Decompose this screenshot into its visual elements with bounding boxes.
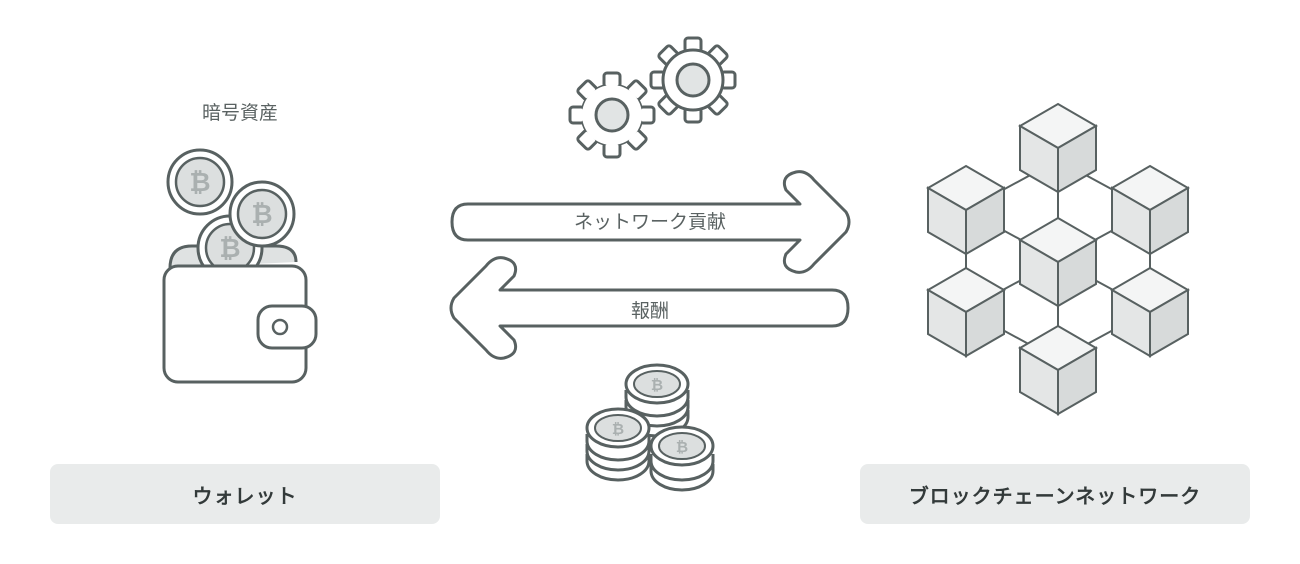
coin-stack-icon [585, 363, 715, 492]
network-label-box: ブロックチェーンネットワーク [860, 464, 1250, 524]
crypto-asset-title: 暗号資産 [201, 102, 278, 124]
reward-arrow [449, 256, 850, 360]
reward-label: 報酬 [630, 300, 669, 322]
contribution-label: ネットワーク貢献 [573, 211, 726, 233]
bitcoin-coin-icon [228, 180, 296, 248]
wallet-label: ウォレット [192, 483, 298, 508]
cube-network-icon [927, 103, 1189, 415]
contribution-arrow [450, 170, 851, 274]
gears-icon [568, 36, 737, 159]
network-label: ブロックチェーンネットワーク [908, 483, 1202, 508]
wallet-label-box: ウォレット [50, 464, 440, 524]
bitcoin-coin-icon [166, 148, 234, 216]
wallet-icon [162, 148, 318, 384]
